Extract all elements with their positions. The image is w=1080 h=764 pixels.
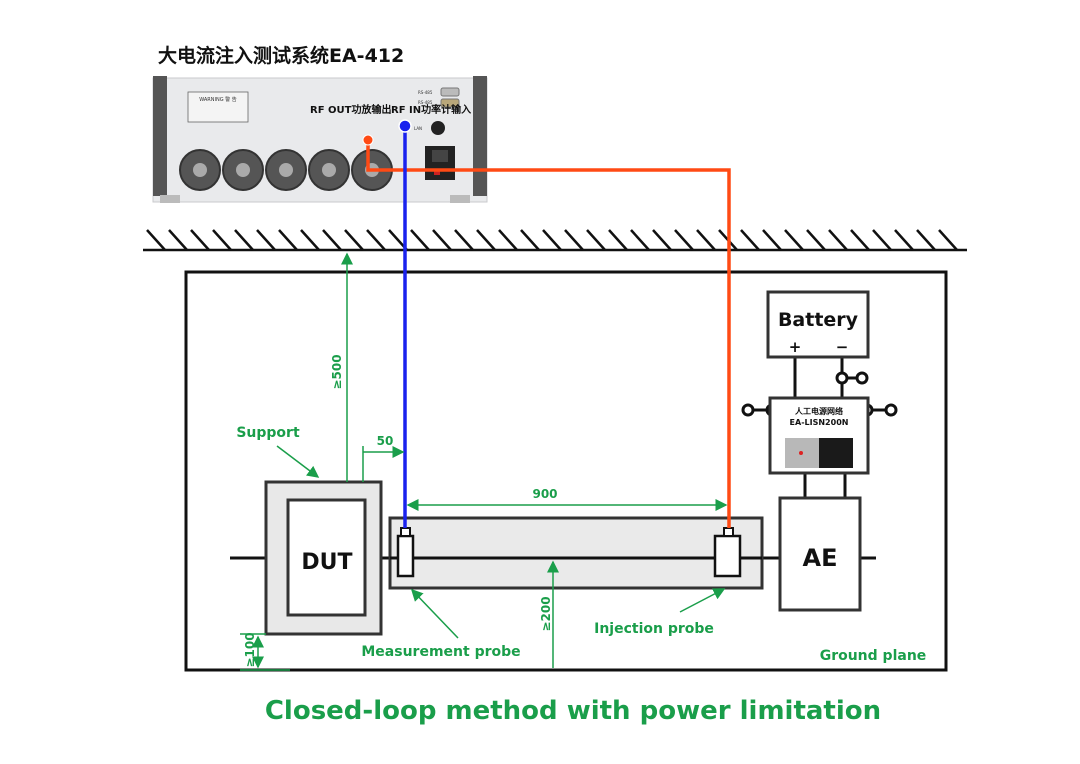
caption: Closed-loop method with power limitation <box>265 696 881 726</box>
port2-label: RS-485 <box>418 100 433 105</box>
battery-minus: − <box>836 338 849 356</box>
dim-500: ≥500 <box>330 354 344 389</box>
rf-in-label: RF IN功率计输入 <box>391 103 471 116</box>
title: 大电流注入测试系统EA-412 <box>158 44 404 67</box>
svg-text:LAN: LAN <box>414 126 422 131</box>
ae-label: AE <box>803 544 838 572</box>
ae-box <box>778 496 862 612</box>
lisn: 人工电源网络 EA-LISN200N <box>768 396 870 475</box>
ground-hatch <box>143 229 967 252</box>
measurement-probe <box>396 534 415 578</box>
port2-connector <box>440 98 460 108</box>
port1-connector <box>440 87 460 97</box>
injection-probe <box>713 534 742 578</box>
measurement-probe-label: Measurement probe <box>361 644 520 660</box>
dim-200: ≥200 <box>539 596 553 631</box>
warning-label <box>187 91 249 123</box>
dut-box <box>286 498 367 617</box>
battery-plus: + <box>789 338 802 356</box>
svg-text:Battery: Battery <box>778 309 859 331</box>
cable-support <box>388 516 764 590</box>
svg-text:WARNING 警 告: WARNING 警 告 <box>199 96 237 103</box>
rf-out-cable <box>366 140 731 528</box>
ground-plane-label: Ground plane <box>820 648 927 664</box>
battery: Battery + − <box>766 290 870 359</box>
test-system-device: WARNING 警 告 RS-485 RS-485 LAN RF OUT功放输出… <box>152 76 488 203</box>
dimension-lines <box>240 252 728 671</box>
fan-array <box>179 149 393 191</box>
dim-900: 900 <box>532 487 557 501</box>
injection-probe-label: Injection probe <box>594 621 714 637</box>
port1-label: RS-485 <box>418 90 433 95</box>
svg-text:EA-LISN200N: EA-LISN200N <box>790 418 849 427</box>
support-label: Support <box>236 425 300 441</box>
dim-50: 50 <box>377 434 394 448</box>
rf-out-label: RF OUT功放输出 <box>310 103 391 116</box>
dim-100: ≥100 <box>243 632 257 667</box>
svg-text:人工电源网络: 人工电源网络 <box>795 406 843 416</box>
dut-label: DUT <box>301 550 352 575</box>
ground-plane-box <box>184 270 948 672</box>
